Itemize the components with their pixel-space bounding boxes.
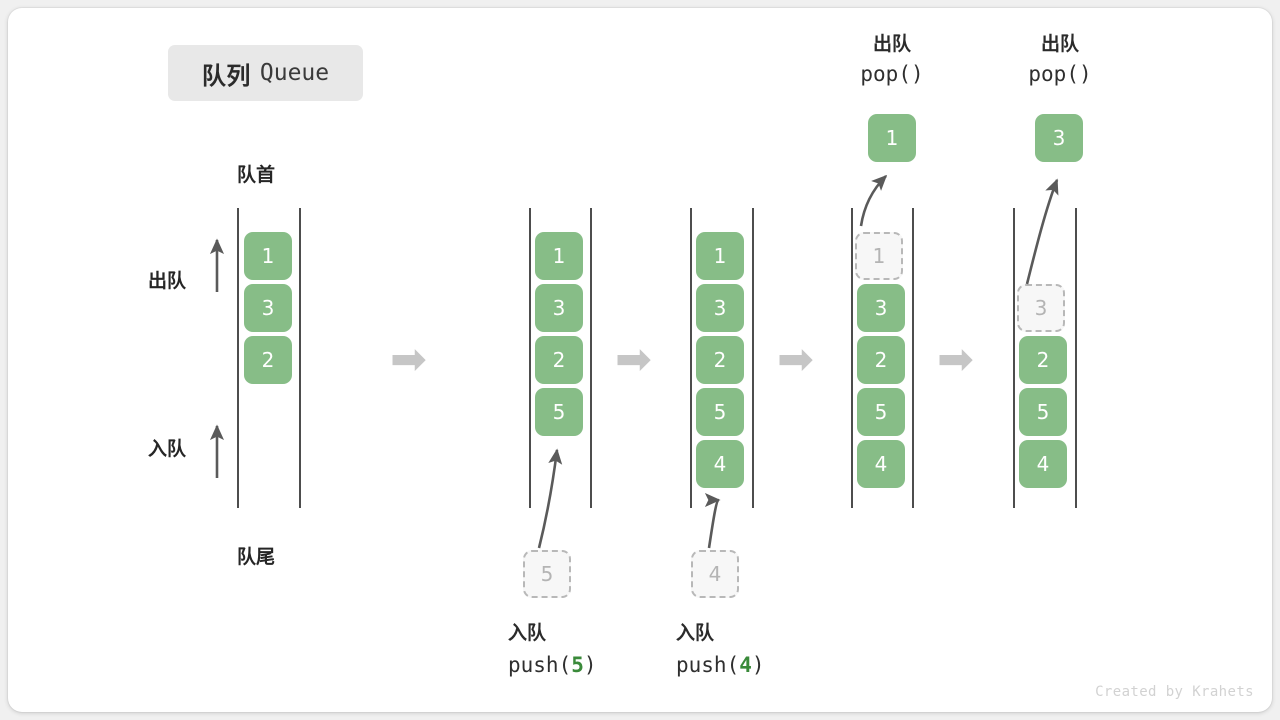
queue-cell: 2 [696,336,744,384]
flow-arrow-icon: ➡ [937,334,974,385]
queue-cell: 5 [1019,388,1067,436]
flow-arrow-icon: ➡ [615,334,652,385]
fn-prefix: push( [676,653,740,677]
fn-prefix: push( [508,653,572,677]
queue-cell: 1 [244,232,292,280]
title-badge: 队列 Queue [168,45,363,101]
operation-label-push-4: 入队 push(4) [676,618,765,682]
enqueue-direction-label: 入队 [148,438,187,460]
operation-label-fn: push(5) [508,648,597,682]
queue-cell: 2 [857,336,905,384]
queue-rail-left-1 [237,208,239,508]
queue-rail-right-3 [752,208,754,508]
queue-cell-removed: 3 [1017,284,1065,332]
queue-rail-right-2 [590,208,592,508]
queue-cell: 3 [535,284,583,332]
queue-cell: 5 [857,388,905,436]
queue-cell: 1 [535,232,583,280]
queue-cell: 2 [535,336,583,384]
fn-suffix: ) [583,653,597,677]
operation-label-cn: 入队 [676,622,715,644]
fn-arg: 5 [571,653,584,677]
title-label-cn: 队列 [201,61,251,90]
fn-arg: 4 [739,653,752,677]
flow-arrow-icon: ➡ [390,334,427,385]
queue-rail-right-4 [912,208,914,508]
queue-popped-cell: 3 [1035,114,1083,162]
queue-cell: 4 [1019,440,1067,488]
title-label-en: Queue [259,60,330,86]
queue-rail-left-4 [851,208,853,508]
operation-header-fn: pop() [860,62,924,86]
queue-cell: 4 [857,440,905,488]
fn-suffix: ) [751,653,765,677]
queue-rail-left-5 [1013,208,1015,508]
queue-cell: 1 [696,232,744,280]
queue-cell: 4 [696,440,744,488]
queue-cell: 3 [696,284,744,332]
operation-header-pop-3: 出队 pop() [1000,30,1120,90]
queue-rail-left-3 [690,208,692,508]
queue-cell: 2 [244,336,292,384]
operation-header-cn: 出队 [1040,33,1079,55]
flow-arrow-icon: ➡ [777,334,814,385]
queue-rail-right-5 [1075,208,1077,508]
queue-cell: 3 [857,284,905,332]
queue-rail-right-1 [299,208,301,508]
operation-label-cn: 入队 [508,622,547,644]
queue-cell: 5 [696,388,744,436]
queue-cell-removed: 1 [855,232,903,280]
queue-rear-label: 队尾 [237,546,276,568]
queue-rail-left-2 [529,208,531,508]
queue-front-label: 队首 [237,164,276,186]
queue-cell: 3 [244,284,292,332]
operation-header-cn: 出队 [872,33,911,55]
queue-incoming-cell: 5 [523,550,571,598]
queue-cell: 5 [535,388,583,436]
operation-label-push-5: 入队 push(5) [508,618,597,682]
queue-cell: 2 [1019,336,1067,384]
queue-popped-cell: 1 [868,114,916,162]
operation-header-fn: pop() [1028,62,1092,86]
dequeue-direction-label: 出队 [148,270,187,292]
watermark-label: Created by Krahets [1095,684,1254,700]
queue-incoming-cell: 4 [691,550,739,598]
operation-label-fn: push(4) [676,648,765,682]
operation-header-pop-1: 出队 pop() [832,30,952,90]
